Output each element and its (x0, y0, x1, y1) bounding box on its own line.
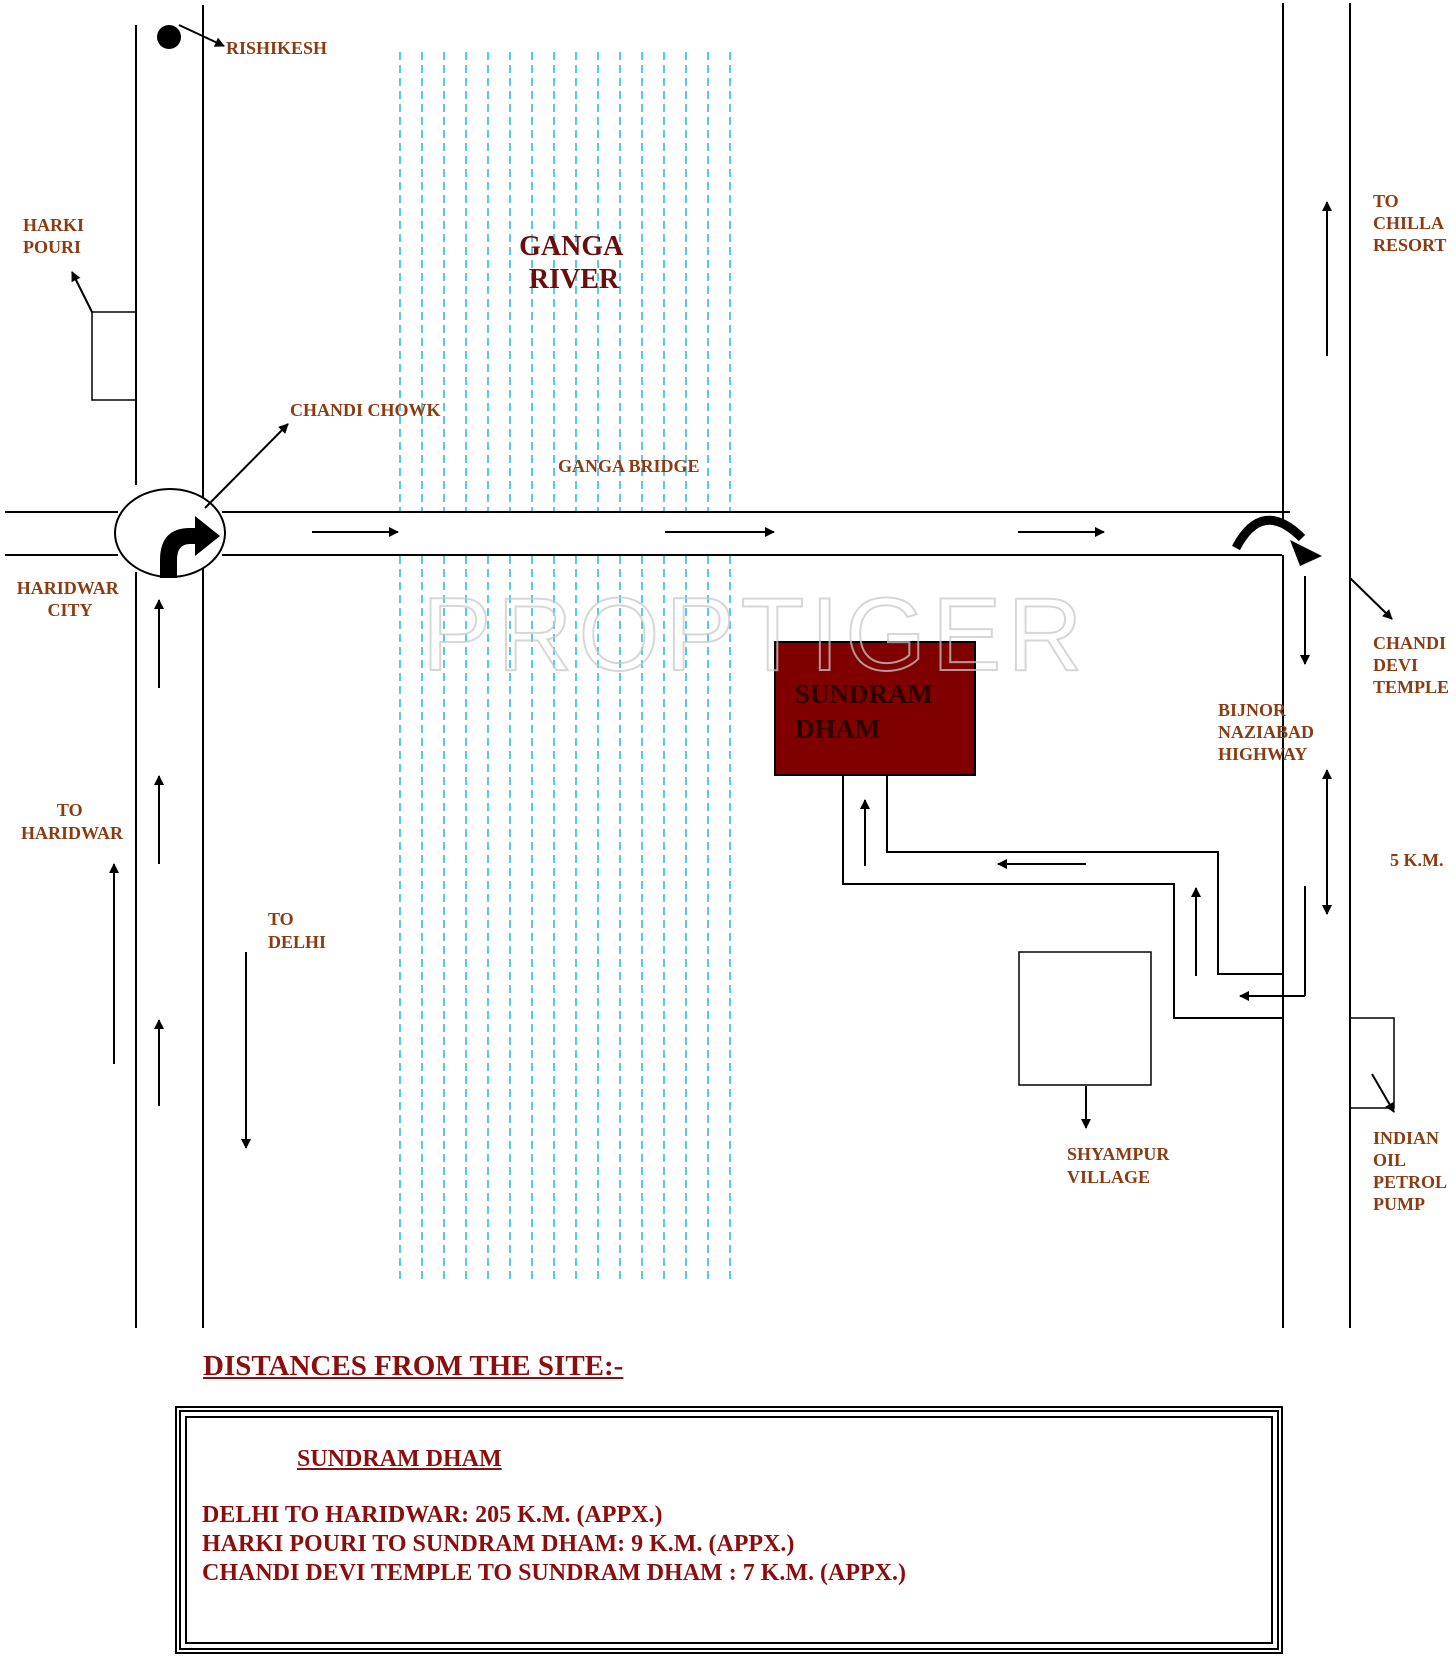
distance-box-title: SUNDRAM DHAM (297, 1446, 502, 1472)
ganga-river-lines (399, 52, 731, 1282)
rishikesh-dot (157, 25, 181, 49)
haridwar-road (135, 5, 204, 1328)
turn-right-arrow-icon (160, 516, 220, 578)
shyampur-village-block (1018, 951, 1152, 1086)
label-indian-oil-petrol-pump: INDIAN OIL PETROL PUMP (1373, 1128, 1451, 1214)
petrol-pump-branch (1350, 1017, 1395, 1109)
label-ganga-bridge: GANGA BRIDGE (558, 456, 700, 476)
watermark: PROPTIGER (422, 577, 1089, 693)
label-highway: BIJNOR NAZIABAD HIGHWAY (1218, 700, 1319, 764)
label-chandi-chowk: CHANDI CHOWK (290, 400, 441, 420)
distance-line: CHANDI DEVI TEMPLE TO SUNDRAM DHAM : 7 K… (202, 1560, 906, 1586)
label-rishikesh: RISHIKESH (226, 38, 327, 58)
main-road (5, 511, 1290, 556)
rishikesh-pointer (178, 24, 225, 47)
label-to-delhi: TO DELHI (268, 909, 326, 952)
distances-heading: DISTANCES FROM THE SITE:- (203, 1350, 624, 1382)
location-map: PROPTIGER RISHIKESH HARKI POURI CHANDI C… (5, 3, 1451, 1328)
distance-line: HARKI POURI TO SUNDRAM DHAM: 9 K.M. (APP… (202, 1531, 795, 1557)
u-turn-arrow-icon (1232, 515, 1322, 566)
distance-table-box (175, 1406, 1283, 1654)
bijnor-naziabad-highway (1282, 3, 1351, 1328)
distance-table-inner-border (185, 1416, 1273, 1644)
sundram-dham-site (774, 641, 976, 776)
label-harki-pouri: HARKI POURI (23, 215, 89, 257)
access-road-arrows (860, 799, 1305, 1129)
label-to-haridwar: TO HARIDWAR (21, 800, 124, 843)
traffic-arrows (109, 201, 1393, 1149)
access-road (842, 776, 1306, 1019)
label-sundram-dham: SUNDRAM DHAM (795, 679, 940, 744)
label-chandi-devi-temple: CHANDI DEVI TEMPLE (1373, 633, 1451, 697)
chandi-chowk-pointer (204, 423, 289, 509)
label-ganga-river: GANGA RIVER (519, 231, 629, 295)
harki-pouri-pointer (71, 271, 93, 313)
label-shyampur-village: SHYAMPUR VILLAGE (1067, 1144, 1174, 1187)
label-distance-5km: 5 K.M. (1390, 850, 1444, 870)
harki-pouri-branch (91, 311, 136, 401)
label-to-chilla-resort: TO CHILLA RESORT (1373, 191, 1448, 255)
label-haridwar-city: HARIDWAR CITY (17, 578, 124, 620)
distance-line: DELHI TO HARIDWAR: 205 K.M. (APPX.) (202, 1502, 663, 1528)
petrol-pump-pointer (1371, 1073, 1395, 1113)
